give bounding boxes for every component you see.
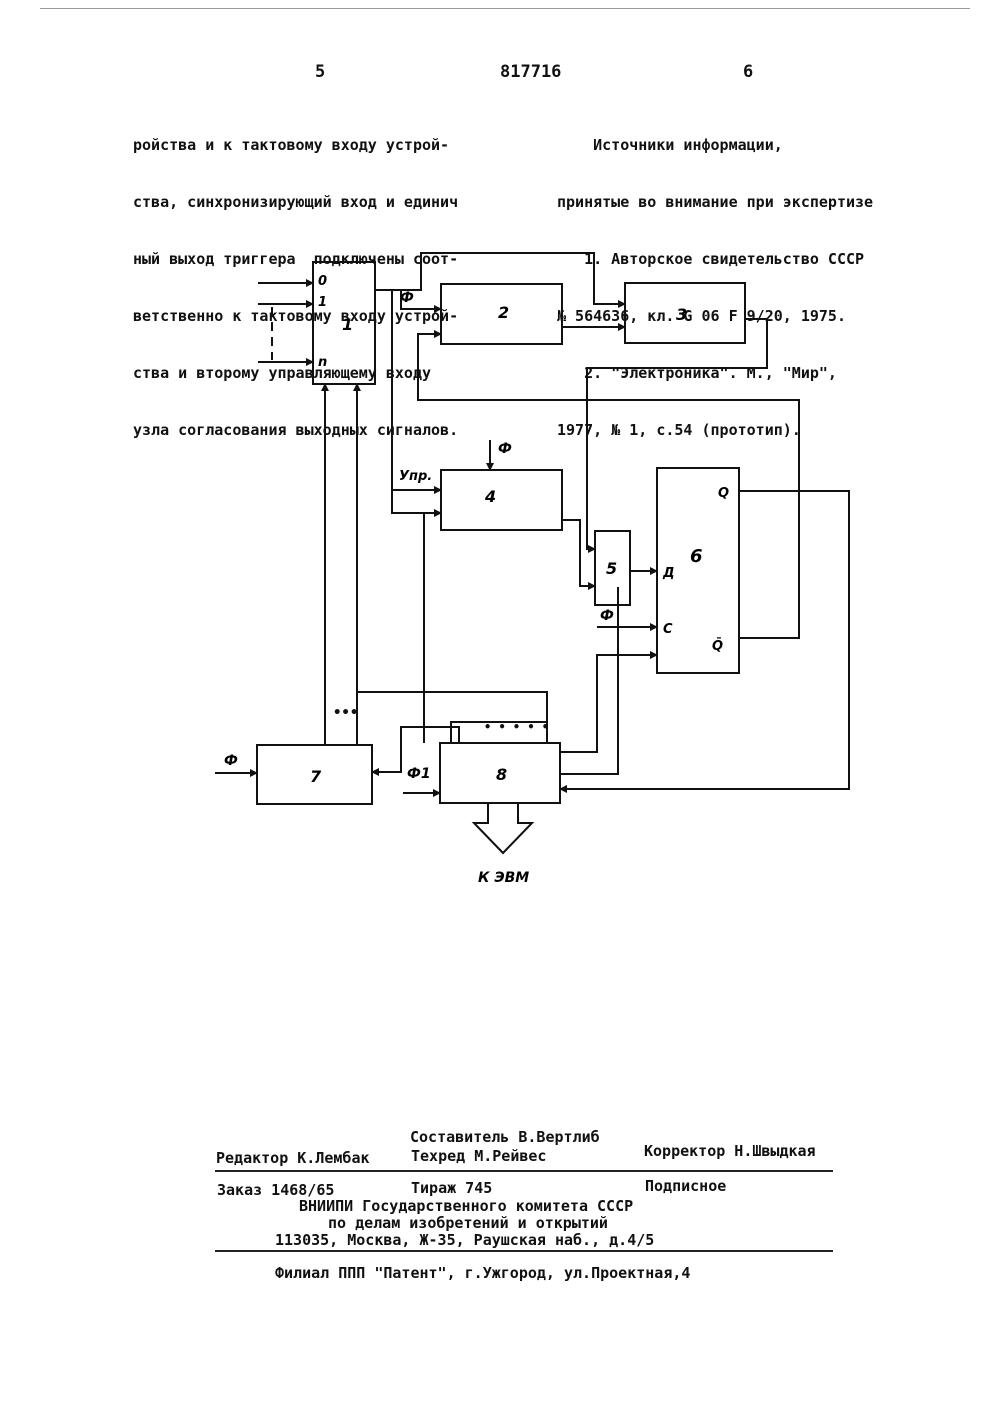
bus-dots: • • • • • [484,720,549,734]
signal-label-upr: Упр. [399,469,432,484]
compiler-credit: Составитель В.Вертлиб [410,1128,600,1146]
port-label: С [663,622,673,637]
branch-address: Филиал ППП "Патент", г.Ужгород, ул.Проек… [275,1264,690,1282]
block-label: 2 [498,303,509,322]
techred-credit: Техред М.Рейвес [411,1147,546,1165]
separator-rule [215,1170,833,1172]
block-label: 6 [690,546,703,567]
block-diagram: 1 2 3 4 5 6 7 8 0 1 n Q Д С Q̄ Ф Ф Упр. … [0,0,1000,900]
subscription-note: Подписное [645,1177,726,1195]
block-4 [441,470,562,530]
publisher-address: 113035, Москва, Ж-35, Раушская наб., д.4… [275,1231,654,1249]
block-label: 4 [484,487,496,506]
signal-label-phi: Ф [498,441,512,457]
bus-dots: ••• [333,705,358,721]
block-label: 3 [676,305,687,324]
block-label: 5 [606,559,617,578]
signal-label-phi: Ф [600,608,614,624]
publisher-org-sub: по делам изобретений и открытий [328,1214,608,1232]
separator-rule [215,1250,833,1252]
input-label: n [318,355,327,370]
output-label: К ЭВМ [478,870,529,886]
port-label: Д [662,566,675,581]
input-label: 1 [318,295,327,310]
input-label: 0 [318,274,327,289]
signal-label-phi: Ф [400,290,414,306]
circulation: Тираж 745 [411,1179,492,1197]
editor-credit: Редактор К.Лембак [216,1149,370,1167]
corrector-credit: Корректор Н.Швыдкая [644,1142,816,1160]
port-label: Q̄ [712,638,723,654]
publisher-org: ВНИИПИ Государственного комитета СССР [299,1197,633,1215]
block-label: 7 [310,767,322,786]
block-label: 8 [496,765,507,784]
signal-label-phi1: Ф1 [407,766,431,782]
signal-label-phi: Ф [224,753,238,769]
port-label: Q [718,486,729,501]
block-label: 1 [342,315,353,334]
